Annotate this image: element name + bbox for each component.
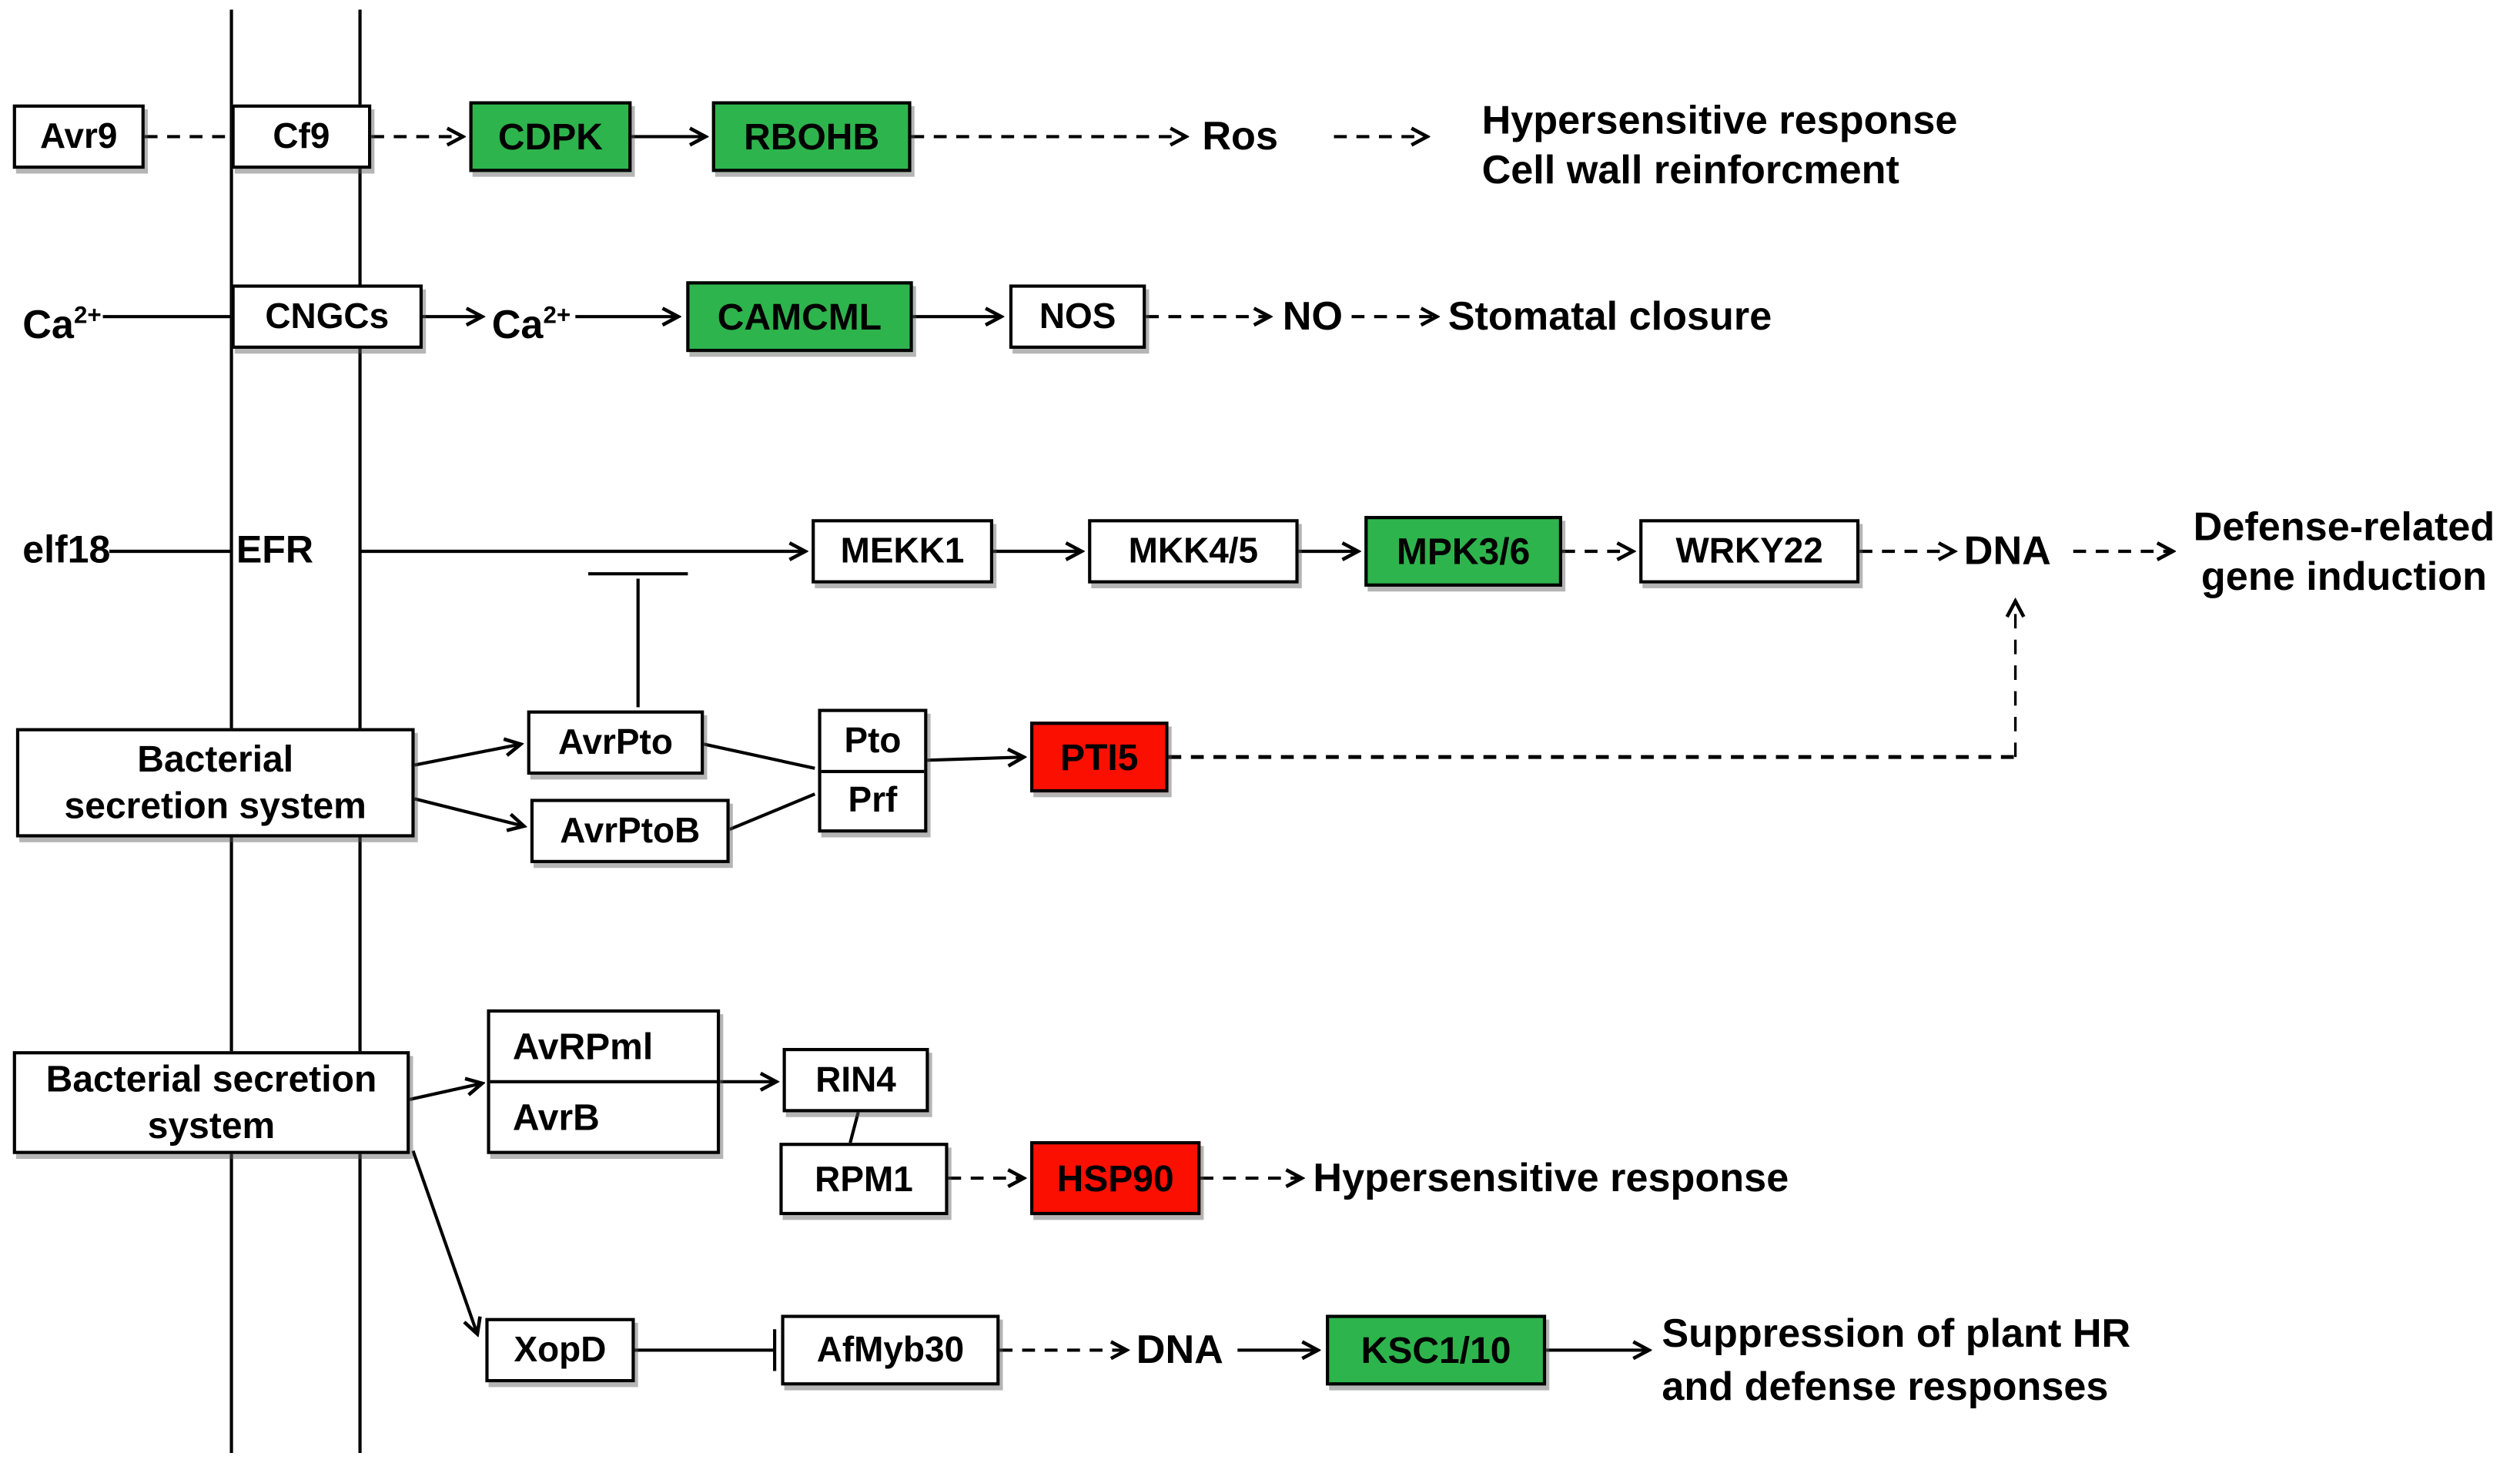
edge-bss2-avrpml: [409, 1083, 482, 1101]
node-pto-prf: Pto Prf: [818, 708, 928, 833]
node-cf9: Cf9: [231, 104, 372, 169]
outcome-hr-cellwall: Hypersensitive response Cell wall reinfo…: [1482, 96, 1958, 196]
node-mkk45: MKK4/5: [1088, 519, 1299, 584]
node-pti5: PTI5: [1030, 721, 1169, 793]
node-cngcs: CNGCs: [231, 284, 423, 349]
outcome-stomatal-closure: Stomatal closure: [1447, 293, 1772, 340]
node-avrptob: AvrPtoB: [530, 798, 730, 863]
edge-bss1-avrpto: [414, 744, 521, 767]
node-ca-extracellular: Ca2+: [22, 294, 102, 348]
node-camcml: CAMCML: [686, 281, 913, 353]
node-elf18: elf18: [22, 528, 111, 573]
node-avrpto: AvrPto: [527, 710, 704, 775]
outcome-hypersensitive-response: Hypersensitive response: [1313, 1155, 1789, 1201]
node-efr: EFR: [236, 528, 314, 573]
node-ksc110: KSC1/10: [1326, 1314, 1547, 1386]
edge-ptoprf-pti5: [927, 757, 1023, 760]
node-mekk1: MEKK1: [812, 519, 994, 584]
outcome-defense-line1: Defense-related: [2193, 504, 2495, 550]
node-prf: Prf: [821, 768, 925, 829]
node-avrpml: AvRPml: [512, 1024, 654, 1066]
node-cdpk: CDPK: [469, 101, 632, 172]
node-bacterial-secretion-system-1: Bacterial secretion system: [15, 728, 415, 838]
edge-rin4-rpm1: [848, 1111, 860, 1143]
node-rpm1: RPM1: [779, 1143, 949, 1216]
ca-symbol: Ca: [22, 303, 74, 348]
outcome-hr-cellwall-line1: Hypersensitive response: [1481, 98, 1958, 143]
outcome-hr-cellwall-line2: Cell wall reinforcment: [1481, 148, 1899, 193]
edge-avrpto-ptoprf: [703, 742, 815, 770]
node-dna-1: DNA: [1963, 528, 2051, 574]
node-dna-2: DNA: [1136, 1327, 1223, 1373]
ca-superscript: 2+: [73, 302, 102, 330]
outcome-defense-line2: gene induction: [2200, 554, 2488, 600]
node-hsp90: HSP90: [1030, 1141, 1201, 1216]
node-ca-intracellular: Ca2+: [491, 294, 571, 348]
node-avrpml-avrb: AvRPml AvrB: [487, 1009, 721, 1154]
edge-bss1-avrptob: [414, 797, 524, 825]
edge-bss2-xopd: [411, 1150, 477, 1334]
node-no: NO: [1282, 293, 1344, 340]
node-avr9: Avr9: [12, 104, 145, 169]
node-mpk36: MPK3/6: [1364, 516, 1562, 587]
node-bacterial-secretion-system-2: Bacterial secretion system: [12, 1051, 410, 1154]
node-xopd: XopD: [485, 1317, 635, 1383]
ca-superscript: 2+: [543, 302, 571, 330]
node-rin4: RIN4: [782, 1047, 929, 1113]
ca-symbol: Ca: [491, 303, 544, 348]
bss2-line1: Bacterial secretion: [45, 1057, 377, 1100]
outcome-suppression-line1: Suppression of plant HR: [1662, 1311, 2131, 1357]
node-pto: Pto: [844, 719, 902, 760]
outcome-defense: Defense-related gene induction: [2180, 503, 2509, 602]
node-afmyb30: AfMyb30: [781, 1314, 1000, 1386]
outcome-suppression-line2: and defense responses: [1662, 1364, 2109, 1410]
bss1-line2: secretion system: [64, 784, 366, 826]
bss1-line1: Bacterial: [137, 738, 294, 780]
node-nos: NOS: [1009, 284, 1146, 349]
outcome-suppression: Suppression of plant HR and defense resp…: [1662, 1308, 2130, 1414]
edge-avrptob-ptoprf: [728, 792, 816, 832]
node-rbohb: RBOHB: [711, 101, 912, 172]
node-ros: Ros: [1202, 114, 1278, 159]
node-avrb: AvrB: [490, 1080, 717, 1151]
node-wrky22: WRKY22: [1639, 519, 1860, 584]
bss2-line2: system: [147, 1104, 276, 1147]
